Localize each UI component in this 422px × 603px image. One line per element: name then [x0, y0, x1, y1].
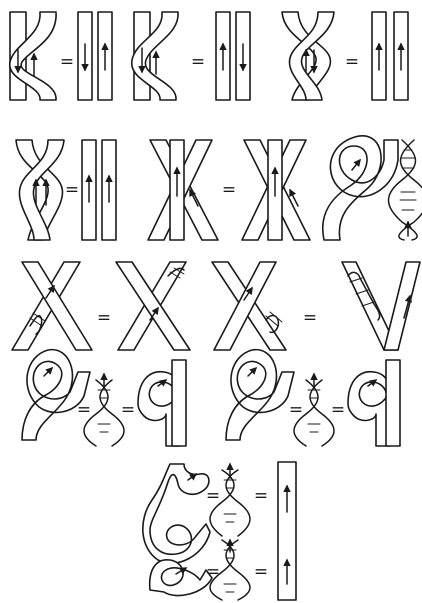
ribbon-cross-diagonal-a [148, 140, 218, 240]
equals-sign: = [77, 400, 91, 420]
equals-sign: = [331, 400, 345, 420]
equals-sign: = [97, 308, 111, 328]
ribbon-x-helix-a [12, 262, 92, 350]
loop-left-b [138, 360, 186, 446]
equals-sign: = [65, 180, 79, 200]
double-loop [143, 464, 212, 596]
ribbon-twist-x [282, 12, 334, 100]
ribbon-loop-to-helix [323, 136, 398, 240]
ribbon-crossing-loop-left [10, 12, 56, 100]
strip-pair-1c [372, 12, 408, 100]
ribbon-x-helix-c [212, 262, 286, 350]
equals-sign: = [191, 52, 205, 72]
loop-left-a [22, 350, 90, 440]
strip-pair-1b [216, 12, 250, 100]
equals-sign: = [206, 562, 220, 582]
row-1: = = = [10, 12, 408, 100]
equals-sign: = [60, 52, 74, 72]
equals-sign: = [254, 486, 268, 506]
equals-sign: = [206, 486, 220, 506]
loop-right-a [226, 350, 294, 440]
row-5: = = = = [143, 462, 296, 600]
straight-strip-final [278, 462, 296, 600]
ribbon-x-helix-d [342, 262, 420, 350]
ribbon-crossing-loop-right [132, 12, 178, 100]
row-2: = = [16, 136, 422, 240]
loop-right-b [348, 360, 400, 446]
strip-pair-1a [78, 12, 112, 100]
row-3: = = [12, 262, 420, 350]
ribbon-twist-x-2 [16, 140, 64, 240]
equals-sign: = [222, 180, 236, 200]
equals-sign: = [121, 400, 135, 420]
equals-sign: = [289, 400, 303, 420]
strip-pair-2a [82, 140, 116, 240]
equals-sign: = [303, 308, 317, 328]
equals-sign: = [254, 562, 268, 582]
ribbon-cross-diagonal-b [242, 140, 310, 240]
equals-sign: = [345, 52, 359, 72]
row-4: = = = = [22, 350, 400, 446]
ribbon-x-helix-b [116, 262, 190, 350]
